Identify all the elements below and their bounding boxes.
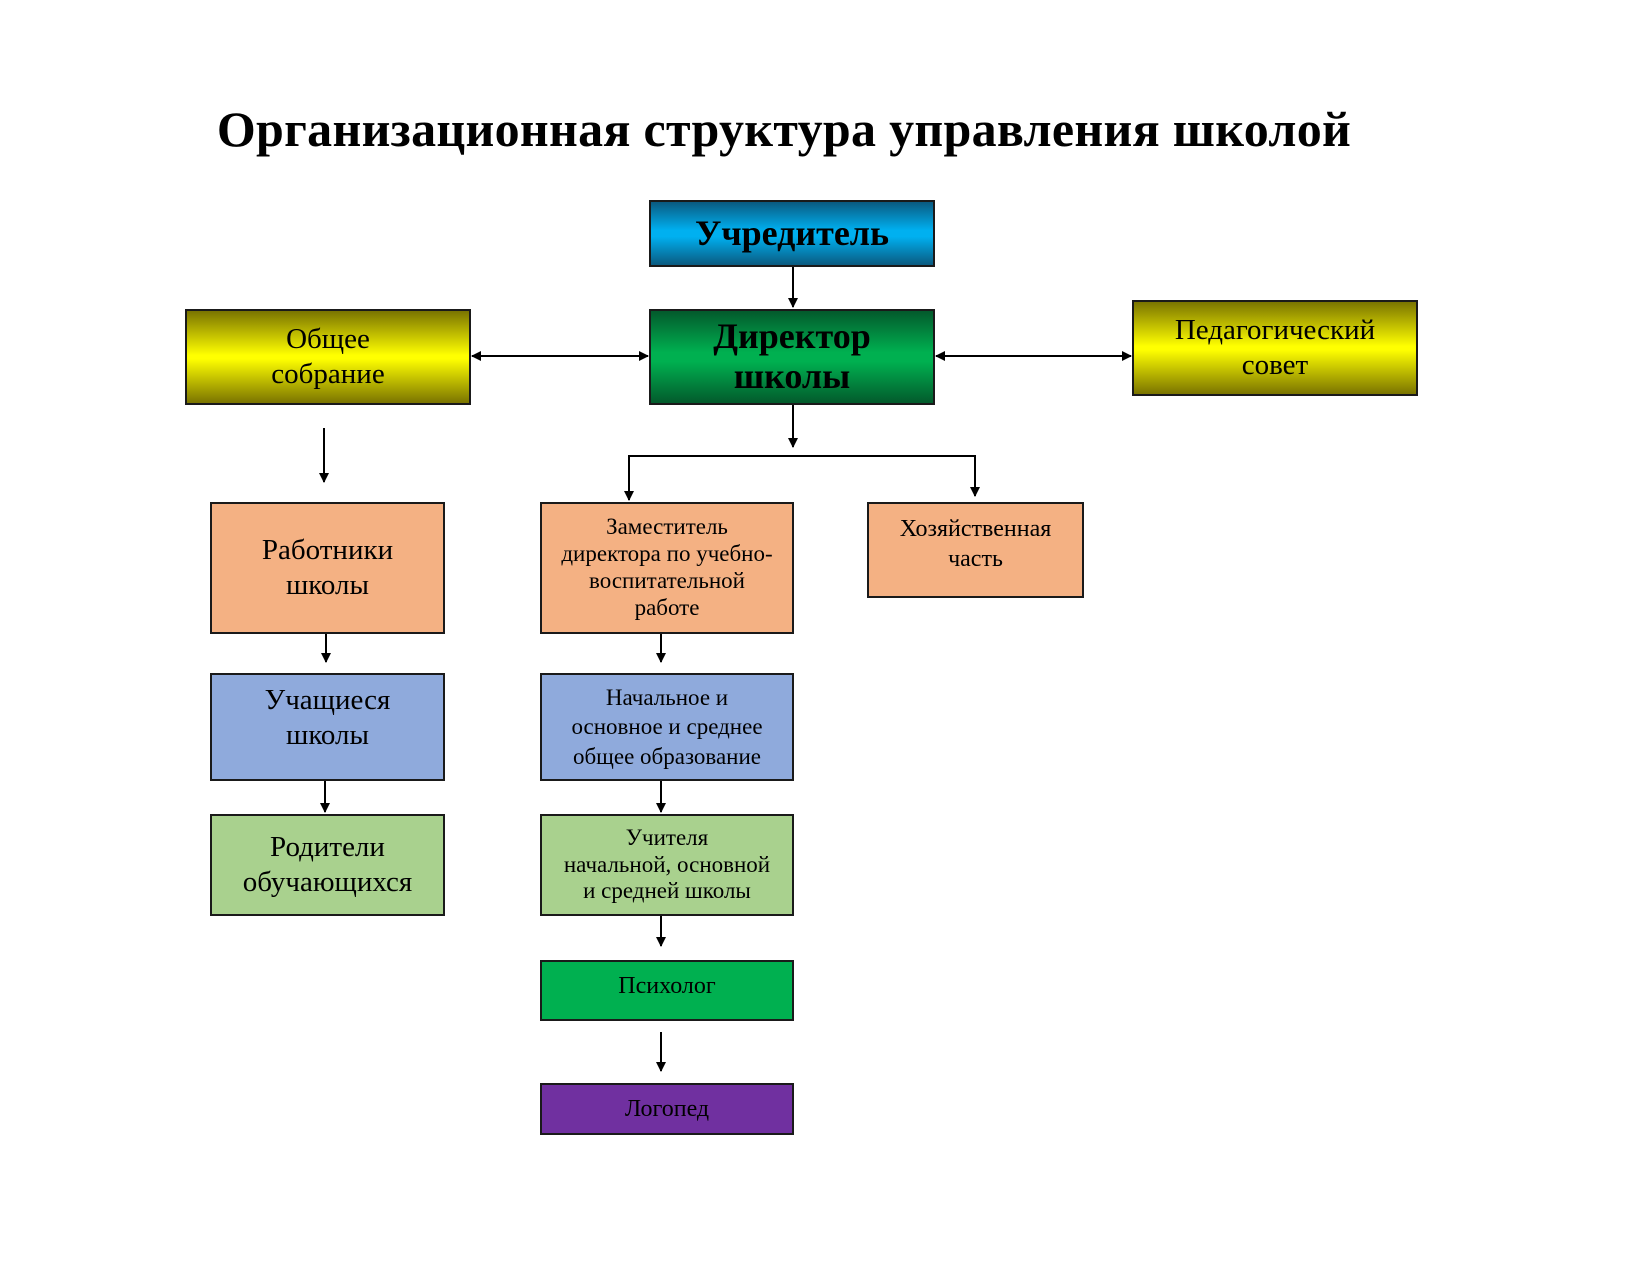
- node-general-meeting: Общее собрание: [185, 309, 471, 405]
- node-education-levels: Начальное и основное и среднее общее обр…: [540, 673, 794, 781]
- edge-branch: [628, 455, 976, 498]
- node-teachers-label: Учителя начальной, основной и средней шк…: [563, 824, 771, 904]
- node-parents: Родители обучающихся: [210, 814, 445, 916]
- node-speech-therapist-label: Логопед: [624, 1095, 710, 1122]
- node-parents-label: Родители обучающихся: [242, 831, 413, 898]
- node-general-meeting-label: Общее собрание: [271, 323, 385, 390]
- node-director-label: Директор школы: [713, 316, 871, 396]
- diagram-title: Организационная структура управления шко…: [216, 101, 1352, 157]
- node-maintenance: Хозяйственная часть: [867, 502, 1084, 598]
- node-maintenance-label: Хозяйственная часть: [899, 516, 1052, 572]
- node-deputy-director-label: Заместитель директора по учебно- воспита…: [561, 514, 773, 620]
- node-psychologist: Психолог: [540, 960, 794, 1021]
- node-students: Учащиеся школы: [210, 673, 445, 781]
- node-ped-council: Педагогический совет: [1132, 300, 1418, 396]
- node-school-workers: Работники школы: [210, 502, 445, 634]
- node-speech-therapist: Логопед: [540, 1083, 794, 1135]
- node-school-workers-label: Работники школы: [261, 534, 394, 601]
- node-deputy-director: Заместитель директора по учебно- воспита…: [540, 502, 794, 634]
- node-ped-council-label: Педагогический совет: [1174, 314, 1376, 381]
- node-founder: Учредитель: [649, 200, 935, 267]
- node-founder-label: Учредитель: [694, 212, 890, 253]
- node-teachers: Учителя начальной, основной и средней шк…: [540, 814, 794, 916]
- node-education-levels-label: Начальное и основное и среднее общее обр…: [571, 684, 763, 769]
- node-director: Директор школы: [649, 309, 935, 405]
- node-students-label: Учащиеся школы: [264, 684, 391, 751]
- node-psychologist-label: Психолог: [618, 973, 716, 999]
